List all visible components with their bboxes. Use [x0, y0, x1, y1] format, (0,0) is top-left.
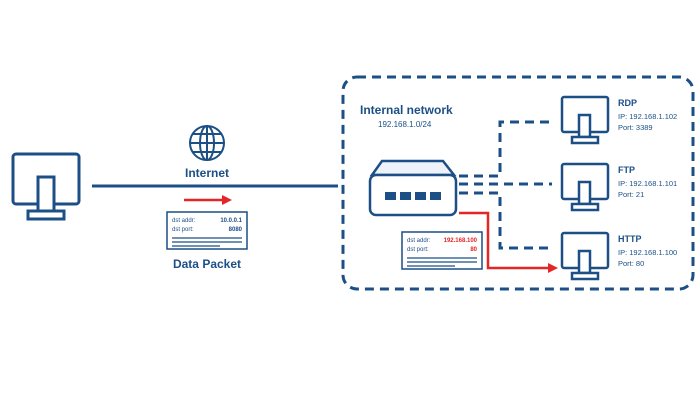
server-rdp: RDP IP: 192.168.1.102 Port: 3389: [560, 95, 677, 145]
packet-dst-addr-value: 10.0.0.1: [220, 218, 242, 224]
packet-inside-dst-port-value: 80: [470, 247, 477, 253]
client-computer-icon: [11, 152, 81, 221]
server-port: Port: 3389: [618, 123, 653, 132]
server-name: RDP: [618, 98, 637, 108]
server-port: Port: 80: [618, 259, 644, 268]
internal-network-boundary: [341, 75, 695, 291]
monitor-icon: [560, 95, 610, 145]
packet-inside-dst-addr-label: dst addr:: [407, 238, 431, 244]
server-http: HTTP IP: 192.168.1.100 Port: 80: [560, 231, 677, 281]
data-packet-caption: Data Packet: [173, 257, 241, 271]
packet-dst-addr-label: dst addr:: [172, 218, 196, 224]
packet-direction-arrow: [184, 195, 232, 205]
monitor-icon: [560, 162, 610, 212]
packet-inside-dst-port-label: dst port:: [407, 247, 429, 253]
forwarding-route-arrow: [459, 211, 558, 273]
server-ftp: FTP IP: 192.168.1.101 Port: 21: [560, 162, 677, 212]
server-port: Port: 21: [618, 190, 644, 199]
internal-network-title: Internal network: [360, 103, 453, 117]
packet-inside-dst-addr-value: 192.168.100: [444, 238, 478, 244]
server-ip: IP: 192.168.1.101: [618, 179, 677, 188]
globe-icon: [189, 125, 225, 161]
data-packet-inside: dst addr: 192.168.100 dst port: 80: [401, 231, 483, 270]
server-name: FTP: [618, 165, 635, 175]
server-ip: IP: 192.168.1.100: [618, 248, 677, 257]
internet-label: Internet: [185, 166, 229, 180]
router-icon: [368, 159, 458, 217]
packet-dst-port-value: 8080: [229, 227, 243, 233]
packet-dst-port-label: dst port:: [172, 227, 194, 233]
internal-network-subnet: 192.168.1.0/24: [378, 120, 432, 129]
server-ip: IP: 192.168.1.102: [618, 112, 677, 121]
data-packet-outside: dst addr: 10.0.0.1 dst port: 8080: [166, 211, 248, 250]
server-name: HTTP: [618, 234, 642, 244]
monitor-icon: [560, 231, 610, 281]
router-server-links: [459, 120, 552, 250]
